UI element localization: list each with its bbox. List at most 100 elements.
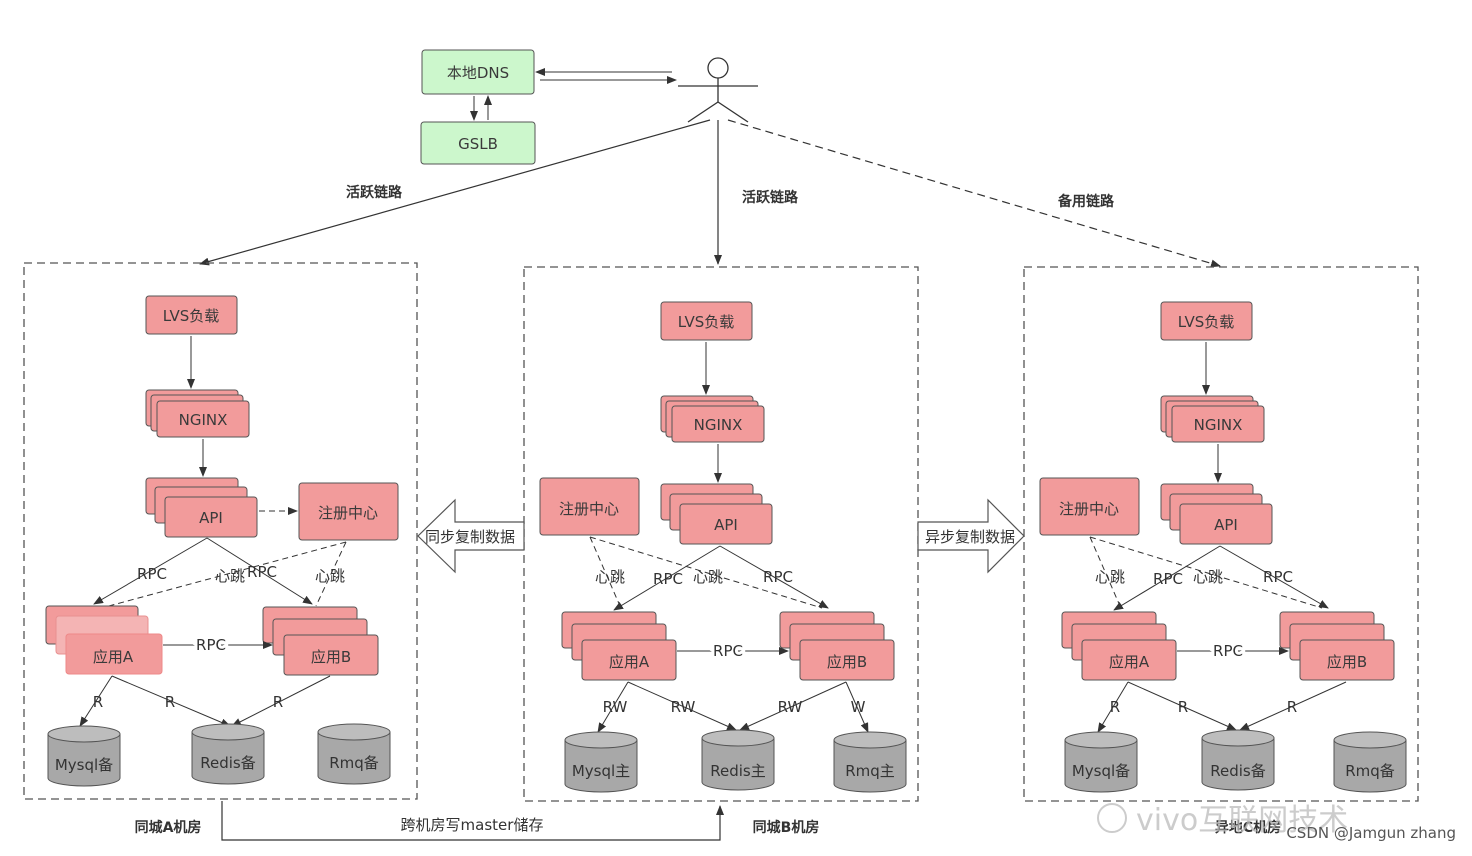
- dns-box: 本地DNS: [421, 49, 535, 95]
- app-a-label: 应用A: [1109, 653, 1150, 671]
- read-label: R: [165, 693, 175, 711]
- app-b-stack: 应用B: [1279, 611, 1395, 681]
- rpc-label: RPC: [1263, 568, 1293, 586]
- redis-label: Redis备: [200, 754, 255, 772]
- rw-label: RW: [603, 698, 628, 716]
- gslb-label: GSLB: [458, 135, 498, 153]
- brand-watermark: vivo互联网技术: [1097, 803, 1348, 838]
- cross-room-write-arrow: [221, 801, 724, 841]
- registry-label: 注册中心: [559, 500, 619, 518]
- read-label: R: [1110, 698, 1120, 716]
- app-b-label: 应用B: [311, 648, 351, 666]
- rw-label: RW: [778, 698, 803, 716]
- lvs-label: LVS负载: [163, 307, 220, 325]
- rmq-db: Rmq备: [1333, 731, 1407, 793]
- svg-text:RPC: RPC: [713, 642, 743, 660]
- lvs-label: LVS负载: [1178, 313, 1235, 331]
- active-link-a-label: 活跃链路: [346, 184, 403, 201]
- lvs-box: LVS负载: [660, 301, 753, 341]
- read-label: R: [1178, 698, 1188, 716]
- wechat-icon: [1097, 803, 1127, 833]
- read-label: R: [1287, 698, 1297, 716]
- zone-b: LVS负载 NGINX API 注册中心 心跳 RPC 心跳 RPC: [539, 301, 907, 793]
- rpc-label: RPC: [1153, 570, 1183, 588]
- svg-text:RPC: RPC: [196, 636, 226, 654]
- zone-c-frame: [1023, 266, 1419, 802]
- nginx-label: NGINX: [1194, 416, 1243, 434]
- registry-label: 注册中心: [318, 504, 378, 522]
- rpc-label: RPC: [137, 565, 167, 583]
- zone-b-label: 同城B机房: [753, 819, 820, 836]
- api-stack: API: [660, 483, 773, 545]
- heartbeat-label: 心跳: [595, 568, 625, 586]
- nginx-stack: NGINX: [660, 395, 765, 443]
- heartbeat-label: 心跳: [1193, 568, 1223, 586]
- registry-box: 注册中心: [1039, 477, 1140, 536]
- redis-label: Redis备: [1210, 762, 1265, 780]
- lvs-label: LVS负载: [678, 313, 735, 331]
- zone-a: LVS负载 NGINX API 注册中心 RPC RPC 心跳 心跳: [45, 295, 399, 787]
- rpc-label: RPC: [763, 568, 793, 586]
- async-replication-label: 异步复制数据: [925, 528, 1015, 546]
- gslb-box: GSLB: [420, 121, 536, 165]
- app-a-label: 应用A: [609, 653, 650, 671]
- lvs-box: LVS负载: [1160, 301, 1253, 341]
- api-label: API: [199, 509, 223, 527]
- registry-box: 注册中心: [539, 477, 640, 536]
- rpc-label: RPC: [196, 636, 226, 654]
- rmq-db: Rmq备: [317, 723, 391, 785]
- api-stack: API: [145, 477, 258, 538]
- active-link-b-label: 活跃链路: [742, 189, 799, 206]
- brand-text: vivo互联网技术: [1136, 803, 1348, 838]
- svg-text:RPC: RPC: [1213, 642, 1243, 660]
- heartbeat-label: 心跳: [693, 568, 723, 586]
- heartbeat-label: 心跳: [1095, 568, 1125, 586]
- rw-label: RW: [671, 698, 696, 716]
- nginx-label: NGINX: [694, 416, 743, 434]
- app-b-stack: 应用B: [262, 606, 379, 676]
- app-b-label: 应用B: [827, 653, 867, 671]
- sync-replication-arrow: 同步复制数据: [417, 498, 525, 574]
- redis-label: Redis主: [710, 762, 765, 780]
- mysql-db: Mysql备: [1064, 731, 1138, 793]
- rmq-label: Rmq备: [329, 754, 379, 772]
- app-a-label: 应用A: [93, 648, 134, 666]
- standby-link-c: [727, 119, 1221, 268]
- app-a-stack: 应用A: [561, 611, 677, 681]
- redis-db: Redis备: [1201, 729, 1275, 791]
- rpc-label: RPC: [653, 570, 683, 588]
- app-a-stack: 应用A: [1061, 611, 1177, 681]
- mysql-db: Mysql主: [564, 731, 638, 793]
- sync-replication-label: 同步复制数据: [425, 528, 515, 546]
- read-label: R: [273, 693, 283, 711]
- heartbeat-label: 心跳: [315, 567, 345, 585]
- api-label: API: [714, 516, 738, 534]
- app-a-stack: 应用A: [45, 605, 163, 675]
- app-b-label: 应用B: [1327, 653, 1367, 671]
- rmq-label: Rmq主: [845, 762, 895, 780]
- nginx-stack: NGINX: [1160, 395, 1265, 443]
- zone-a-frame: [23, 262, 418, 800]
- mysql-label: Mysql主: [572, 762, 630, 780]
- async-replication-arrow: 异步复制数据: [917, 498, 1025, 574]
- rpc-label: RPC: [1213, 642, 1243, 660]
- mysql-label: Mysql备: [55, 756, 113, 774]
- nginx-stack: NGINX: [145, 389, 250, 438]
- write-label: W: [851, 698, 866, 716]
- api-stack: API: [1160, 483, 1273, 545]
- lvs-box: LVS负载: [145, 295, 238, 335]
- rpc-label: RPC: [247, 563, 277, 581]
- standby-link-c-label: 备用链路: [1057, 193, 1115, 210]
- rpc-label: RPC: [713, 642, 743, 660]
- active-link-a: [199, 119, 711, 266]
- user-icon: [678, 57, 758, 123]
- app-b-stack: 应用B: [779, 611, 895, 681]
- read-label: R: [93, 693, 103, 711]
- zone-c-label: 异地C机房: [1215, 819, 1281, 836]
- zone-a-label: 同城A机房: [135, 819, 202, 836]
- api-label: API: [1214, 516, 1238, 534]
- registry-label: 注册中心: [1059, 500, 1119, 518]
- mysql-label: Mysql备: [1072, 762, 1130, 780]
- redis-db: Redis备: [191, 723, 265, 785]
